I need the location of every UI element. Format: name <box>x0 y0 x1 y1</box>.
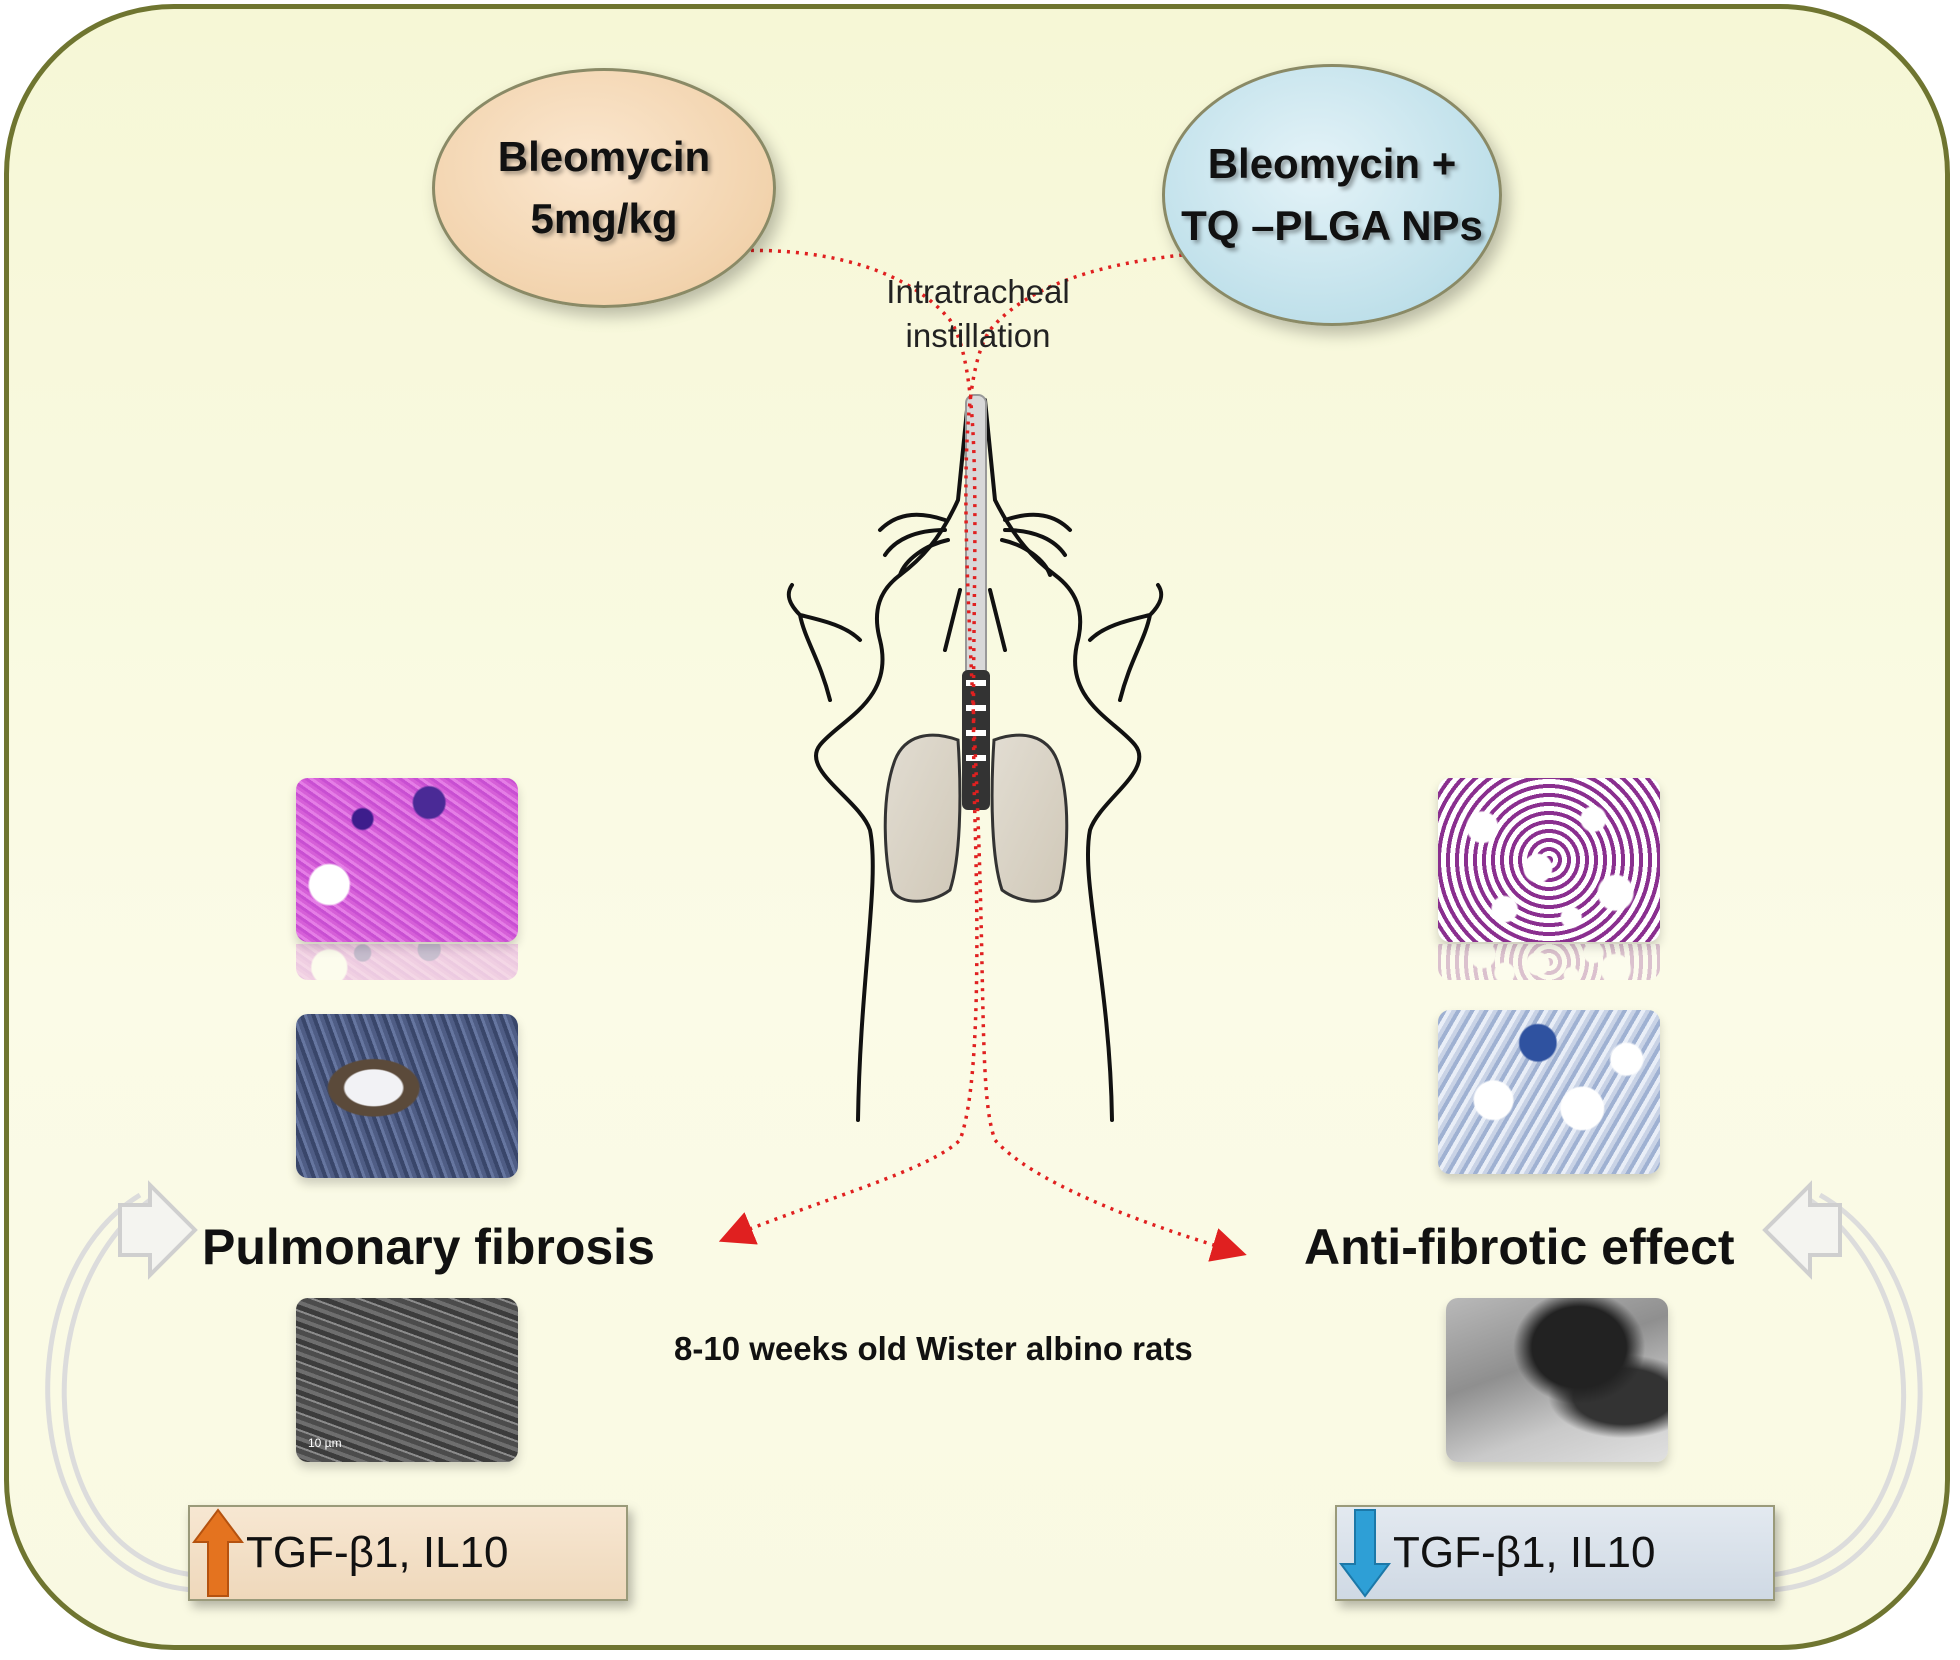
up-arrow-icon <box>192 1508 244 1597</box>
micrograph-tem-treated <box>1446 1298 1668 1462</box>
micrograph-ihc-treated <box>1438 1010 1660 1174</box>
bleomycin-oval-line2: 5mg/kg <box>530 195 678 242</box>
feedback-arrowheads <box>118 1180 1842 1280</box>
down-arrow-icon <box>1339 1509 1391 1598</box>
right-marker-box: TGF-β1, IL10 <box>1335 1505 1775 1601</box>
micrograph-he-fibrosis <box>296 778 518 942</box>
bleomycin-tq-oval-line1: Bleomycin + <box>1207 140 1457 187</box>
bleomycin-tq-oval-line2: TQ –PLGA NPs <box>1181 202 1483 249</box>
route-label-line2: instillation <box>905 317 1051 354</box>
micrograph-ihc-fibrosis <box>296 1014 518 1178</box>
route-lines <box>714 248 1247 1262</box>
bleomycin-tq-oval: Bleomycin + TQ –PLGA NPs <box>1162 64 1502 326</box>
micrograph-sem-fibrosis: 10 µm <box>296 1298 518 1462</box>
left-marker-box: TGF-β1, IL10 <box>188 1505 628 1601</box>
micrograph-reflection <box>1438 944 1660 980</box>
subject-label: 8-10 weeks old Wister albino rats <box>674 1330 1193 1367</box>
route-label-line1: Intratracheal <box>886 273 1070 310</box>
micrograph-he-treated <box>1438 778 1660 942</box>
right-marker-text: TGF-β1, IL10 <box>1393 1528 1656 1577</box>
left-marker-text: TGF-β1, IL10 <box>246 1528 509 1577</box>
rat-outline <box>786 398 1164 1122</box>
scale-bar-label: 10 µm <box>308 1436 342 1450</box>
route-label: Intratracheal instillation <box>868 270 1088 358</box>
lungs <box>883 733 1069 903</box>
anti-fibrotic-effect-label: Anti-fibrotic effect <box>1304 1219 1735 1275</box>
bleomycin-oval-line1: Bleomycin <box>497 133 711 180</box>
pulmonary-fibrosis-label: Pulmonary fibrosis <box>202 1219 655 1275</box>
feedback-arrows <box>45 1192 1923 1593</box>
bleomycin-oval: Bleomycin 5mg/kg <box>432 68 776 308</box>
micrograph-reflection <box>296 944 518 980</box>
